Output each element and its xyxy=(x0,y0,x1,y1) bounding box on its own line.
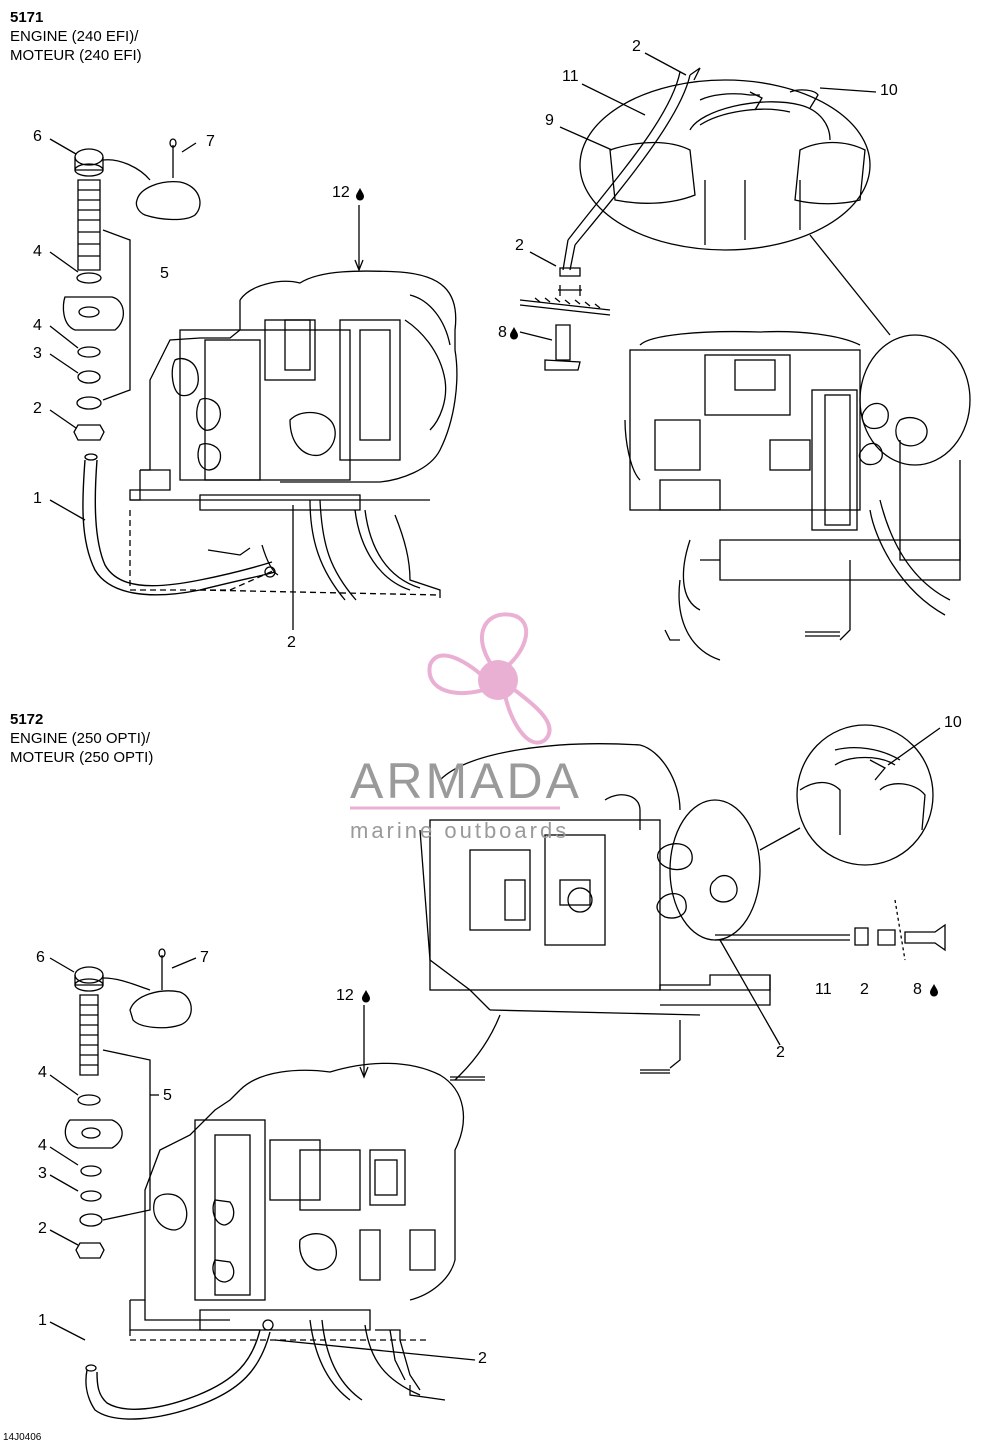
callout-6: 6 xyxy=(33,128,42,145)
callout-3: 3 xyxy=(33,345,42,362)
callout-8: 8 xyxy=(913,981,922,998)
callout-7: 7 xyxy=(206,133,215,150)
section-title-fr: MOTEUR (240 EFI) xyxy=(10,47,142,64)
callout-2: 2 xyxy=(632,38,641,55)
section-title-en: ENGINE (240 EFI)/ xyxy=(10,28,139,45)
callout-11: 11 xyxy=(815,981,832,998)
callout-5: 5 xyxy=(160,265,169,282)
callout-7: 7 xyxy=(200,949,209,966)
section-header-5171: 5171 ENGINE (240 EFI)/ MOTEUR (240 EFI) xyxy=(10,8,142,65)
section-code: 5171 xyxy=(10,9,44,26)
oil-drop-icon xyxy=(930,984,938,997)
callout-3: 3 xyxy=(38,1165,47,1182)
callout-2: 2 xyxy=(33,400,42,417)
callout-1: 1 xyxy=(38,1312,47,1329)
section-code: 5172 xyxy=(10,711,44,728)
oil-drop-icon xyxy=(362,990,370,1003)
callout-2: 2 xyxy=(860,981,869,998)
callout-2: 2 xyxy=(38,1220,47,1237)
callout-10: 10 xyxy=(880,82,898,99)
callout-1: 1 xyxy=(33,490,42,507)
callout-4: 4 xyxy=(38,1064,47,1081)
callout-2: 2 xyxy=(515,237,524,254)
oil-drop-icon xyxy=(510,327,518,340)
callout-2: 2 xyxy=(287,634,296,651)
callout-8: 8 xyxy=(498,324,507,341)
callout-11: 11 xyxy=(562,68,579,85)
callout-6: 6 xyxy=(36,949,45,966)
callout-4: 4 xyxy=(33,243,42,260)
section-header-5172: 5172 ENGINE (250 OPTI)/ MOTEUR (250 OPTI… xyxy=(10,710,153,767)
watermark-logo xyxy=(350,612,560,810)
callout-12: 12 xyxy=(336,987,354,1004)
callout-12: 12 xyxy=(332,184,350,201)
callout-4: 4 xyxy=(38,1137,47,1154)
watermark-brand: ARMADA xyxy=(350,753,582,809)
section-title-fr: MOTEUR (250 OPTI) xyxy=(10,749,154,766)
callout-2: 2 xyxy=(776,1044,785,1061)
callout-5: 5 xyxy=(163,1087,172,1104)
section-title-en: ENGINE (250 OPTI)/ xyxy=(10,730,151,747)
figure-code: 14J0406 xyxy=(3,1432,42,1443)
callout-10: 10 xyxy=(944,714,962,731)
watermark-tagline: marine outboards xyxy=(350,818,570,843)
callout-4: 4 xyxy=(33,317,42,334)
callout-2: 2 xyxy=(478,1350,487,1367)
oil-drop-icon xyxy=(356,188,364,201)
callout-9: 9 xyxy=(545,112,554,129)
